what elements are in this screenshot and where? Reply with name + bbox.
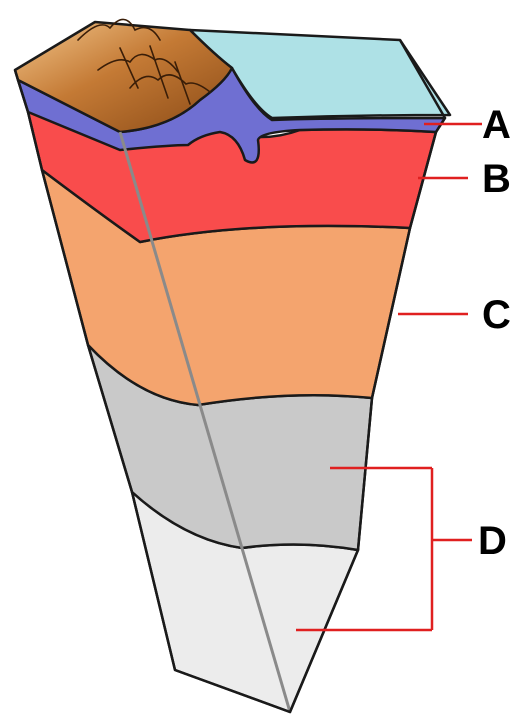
label-a: A	[482, 103, 511, 147]
label-b: B	[482, 157, 511, 201]
label-c: C	[482, 293, 511, 337]
label-d: D	[478, 519, 507, 563]
